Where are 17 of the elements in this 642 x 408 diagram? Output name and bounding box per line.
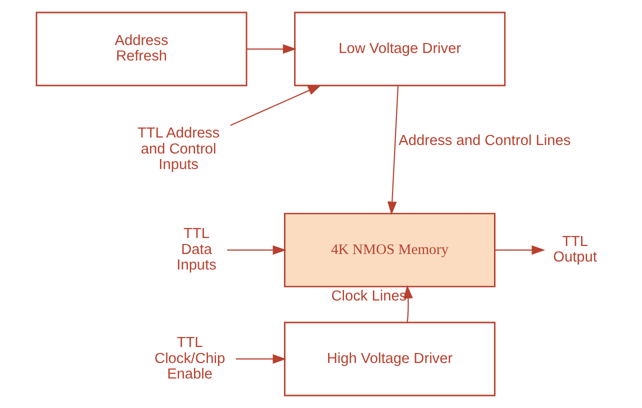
- node-box: Low Voltage Driver: [294, 12, 506, 86]
- arrow: [235, 354, 286, 364]
- arrow: [386, 86, 398, 216]
- node-text: TTL Clock/Chip Enable: [154, 335, 225, 383]
- arrow: [402, 285, 412, 322]
- edge-label: Address and Control Lines: [398, 133, 570, 150]
- node-box: Address Refresh: [35, 12, 247, 86]
- node-box: High Voltage Driver: [283, 322, 495, 396]
- node-box: 4K NMOS Memory: [283, 212, 495, 288]
- node-text: TTL Data Inputs: [176, 226, 216, 274]
- arrow: [226, 245, 286, 255]
- arrow: [494, 245, 545, 255]
- arrow: [246, 44, 296, 54]
- arrow: [230, 84, 322, 126]
- node-text: TTL Address and Control Inputs: [136, 126, 220, 174]
- edge-label: Clock Lines: [330, 288, 406, 305]
- node-text: TTL Output: [552, 234, 596, 266]
